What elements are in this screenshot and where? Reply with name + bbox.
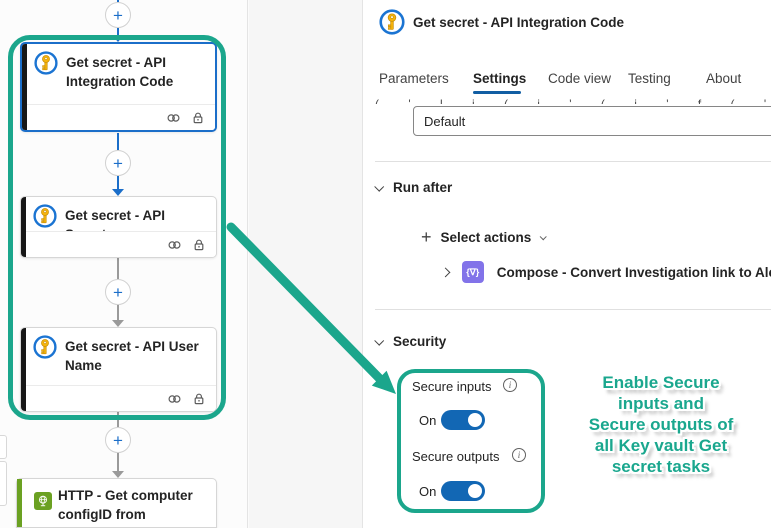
tab-code-view[interactable]: Code view <box>548 71 612 86</box>
annotation-text: Enable Secure inputs and Secure outputs … <box>588 373 734 476</box>
insert-step-button[interactable]: + <box>105 150 131 176</box>
action-settings-panel: Get secret - API Integration Code Parame… <box>362 0 771 528</box>
insert-step-button[interactable]: + <box>105 279 131 305</box>
tab-parameters[interactable]: Parameters <box>379 71 449 86</box>
security-heading: Security <box>393 334 447 349</box>
flow-arrowhead <box>112 189 124 196</box>
flow-edge <box>117 133 119 150</box>
node-title: Get secret - API Integration Code <box>66 55 174 89</box>
node-color-stripe <box>17 479 22 527</box>
retry-policy-input[interactable] <box>413 106 771 136</box>
key-vault-icon <box>379 9 405 40</box>
section-divider <box>375 309 771 310</box>
node-color-stripe <box>21 197 26 257</box>
flow-edge <box>117 453 119 471</box>
flow-edge <box>117 305 119 320</box>
connection-icon[interactable] <box>166 111 181 125</box>
select-actions-button[interactable]: + Select actions <box>421 227 548 247</box>
secure-outputs-toggle[interactable] <box>441 481 485 501</box>
node-title: HTTP - Get computer configID from <box>58 488 193 522</box>
panel-title: Get secret - API Integration Code <box>413 15 625 30</box>
info-icon[interactable]: i <box>503 378 517 392</box>
node-title: Get secret - API User Name <box>65 339 199 373</box>
plus-icon: + <box>421 227 432 247</box>
chevron-down-icon <box>374 335 385 346</box>
offscreen-node[interactable] <box>0 435 7 459</box>
node-get-secret-api-user-name[interactable]: Get secret - API User Name <box>20 327 217 412</box>
flow-edge <box>117 176 119 189</box>
node-color-stripe <box>22 44 27 130</box>
http-icon <box>34 492 52 510</box>
clipped-content-row: ( ' l i ( i ' ( i ' f ( ' ( <box>375 97 771 104</box>
tab-settings[interactable]: Settings <box>473 71 527 86</box>
tab-about[interactable]: About <box>706 71 742 86</box>
toggle-knob <box>468 484 482 498</box>
connection-icon[interactable] <box>167 392 182 406</box>
flow-arrowhead <box>112 471 124 478</box>
lock-icon[interactable] <box>191 111 205 125</box>
compose-icon: {∇} <box>461 261 484 283</box>
flow-edge <box>117 258 119 279</box>
info-icon[interactable]: i <box>512 448 526 462</box>
flow-arrowhead <box>112 35 124 42</box>
flow-edge <box>117 412 119 427</box>
connection-icon[interactable] <box>167 238 182 252</box>
chevron-right-icon <box>440 267 451 277</box>
select-actions-label: Select actions <box>440 229 532 245</box>
secure-outputs-state-label: On <box>419 484 437 499</box>
run-after-heading: Run after <box>393 180 453 195</box>
insert-step-button[interactable]: + <box>105 427 131 453</box>
chevron-down-icon <box>374 181 385 192</box>
node-footer <box>26 231 216 257</box>
secure-inputs-toggle[interactable] <box>441 410 485 430</box>
flow-arrowhead <box>112 320 124 327</box>
section-divider <box>375 161 771 162</box>
run-after-section-header[interactable]: Run after <box>374 180 453 195</box>
node-color-stripe <box>21 328 26 411</box>
secure-inputs-state-label: On <box>419 413 437 428</box>
node-http-get-computer-configid[interactable]: HTTP - Get computer configID from <box>16 478 217 528</box>
key-vault-icon <box>34 51 58 80</box>
node-get-secret-api-integration-code[interactable]: Get secret - API Integration Code <box>20 42 217 132</box>
canvas-gutter <box>249 0 362 528</box>
toggle-knob <box>468 413 482 427</box>
active-tab-underline <box>473 91 521 94</box>
tab-testing[interactable]: Testing <box>628 71 671 86</box>
node-footer <box>26 385 216 411</box>
node-footer <box>27 104 215 130</box>
lock-icon[interactable] <box>192 392 206 406</box>
flow-edge <box>117 28 119 35</box>
offscreen-node[interactable] <box>0 461 7 506</box>
key-vault-icon <box>33 204 57 233</box>
key-vault-icon <box>33 335 57 364</box>
node-get-secret-api-secret[interactable]: Get secret - API Secret <box>20 196 217 258</box>
compose-item-label: Compose - Convert Investigation link to … <box>496 264 771 280</box>
secure-outputs-label: Secure outputs <box>412 449 500 464</box>
chevron-down-icon <box>539 232 548 240</box>
insert-step-button[interactable]: + <box>105 2 131 28</box>
lock-icon[interactable] <box>192 238 206 252</box>
secure-inputs-label: Secure inputs <box>412 379 492 394</box>
security-section-header[interactable]: Security <box>374 334 447 349</box>
flow-edge <box>117 0 119 2</box>
run-after-compose-item[interactable]: {∇} Compose - Convert Investigation link… <box>440 261 771 283</box>
